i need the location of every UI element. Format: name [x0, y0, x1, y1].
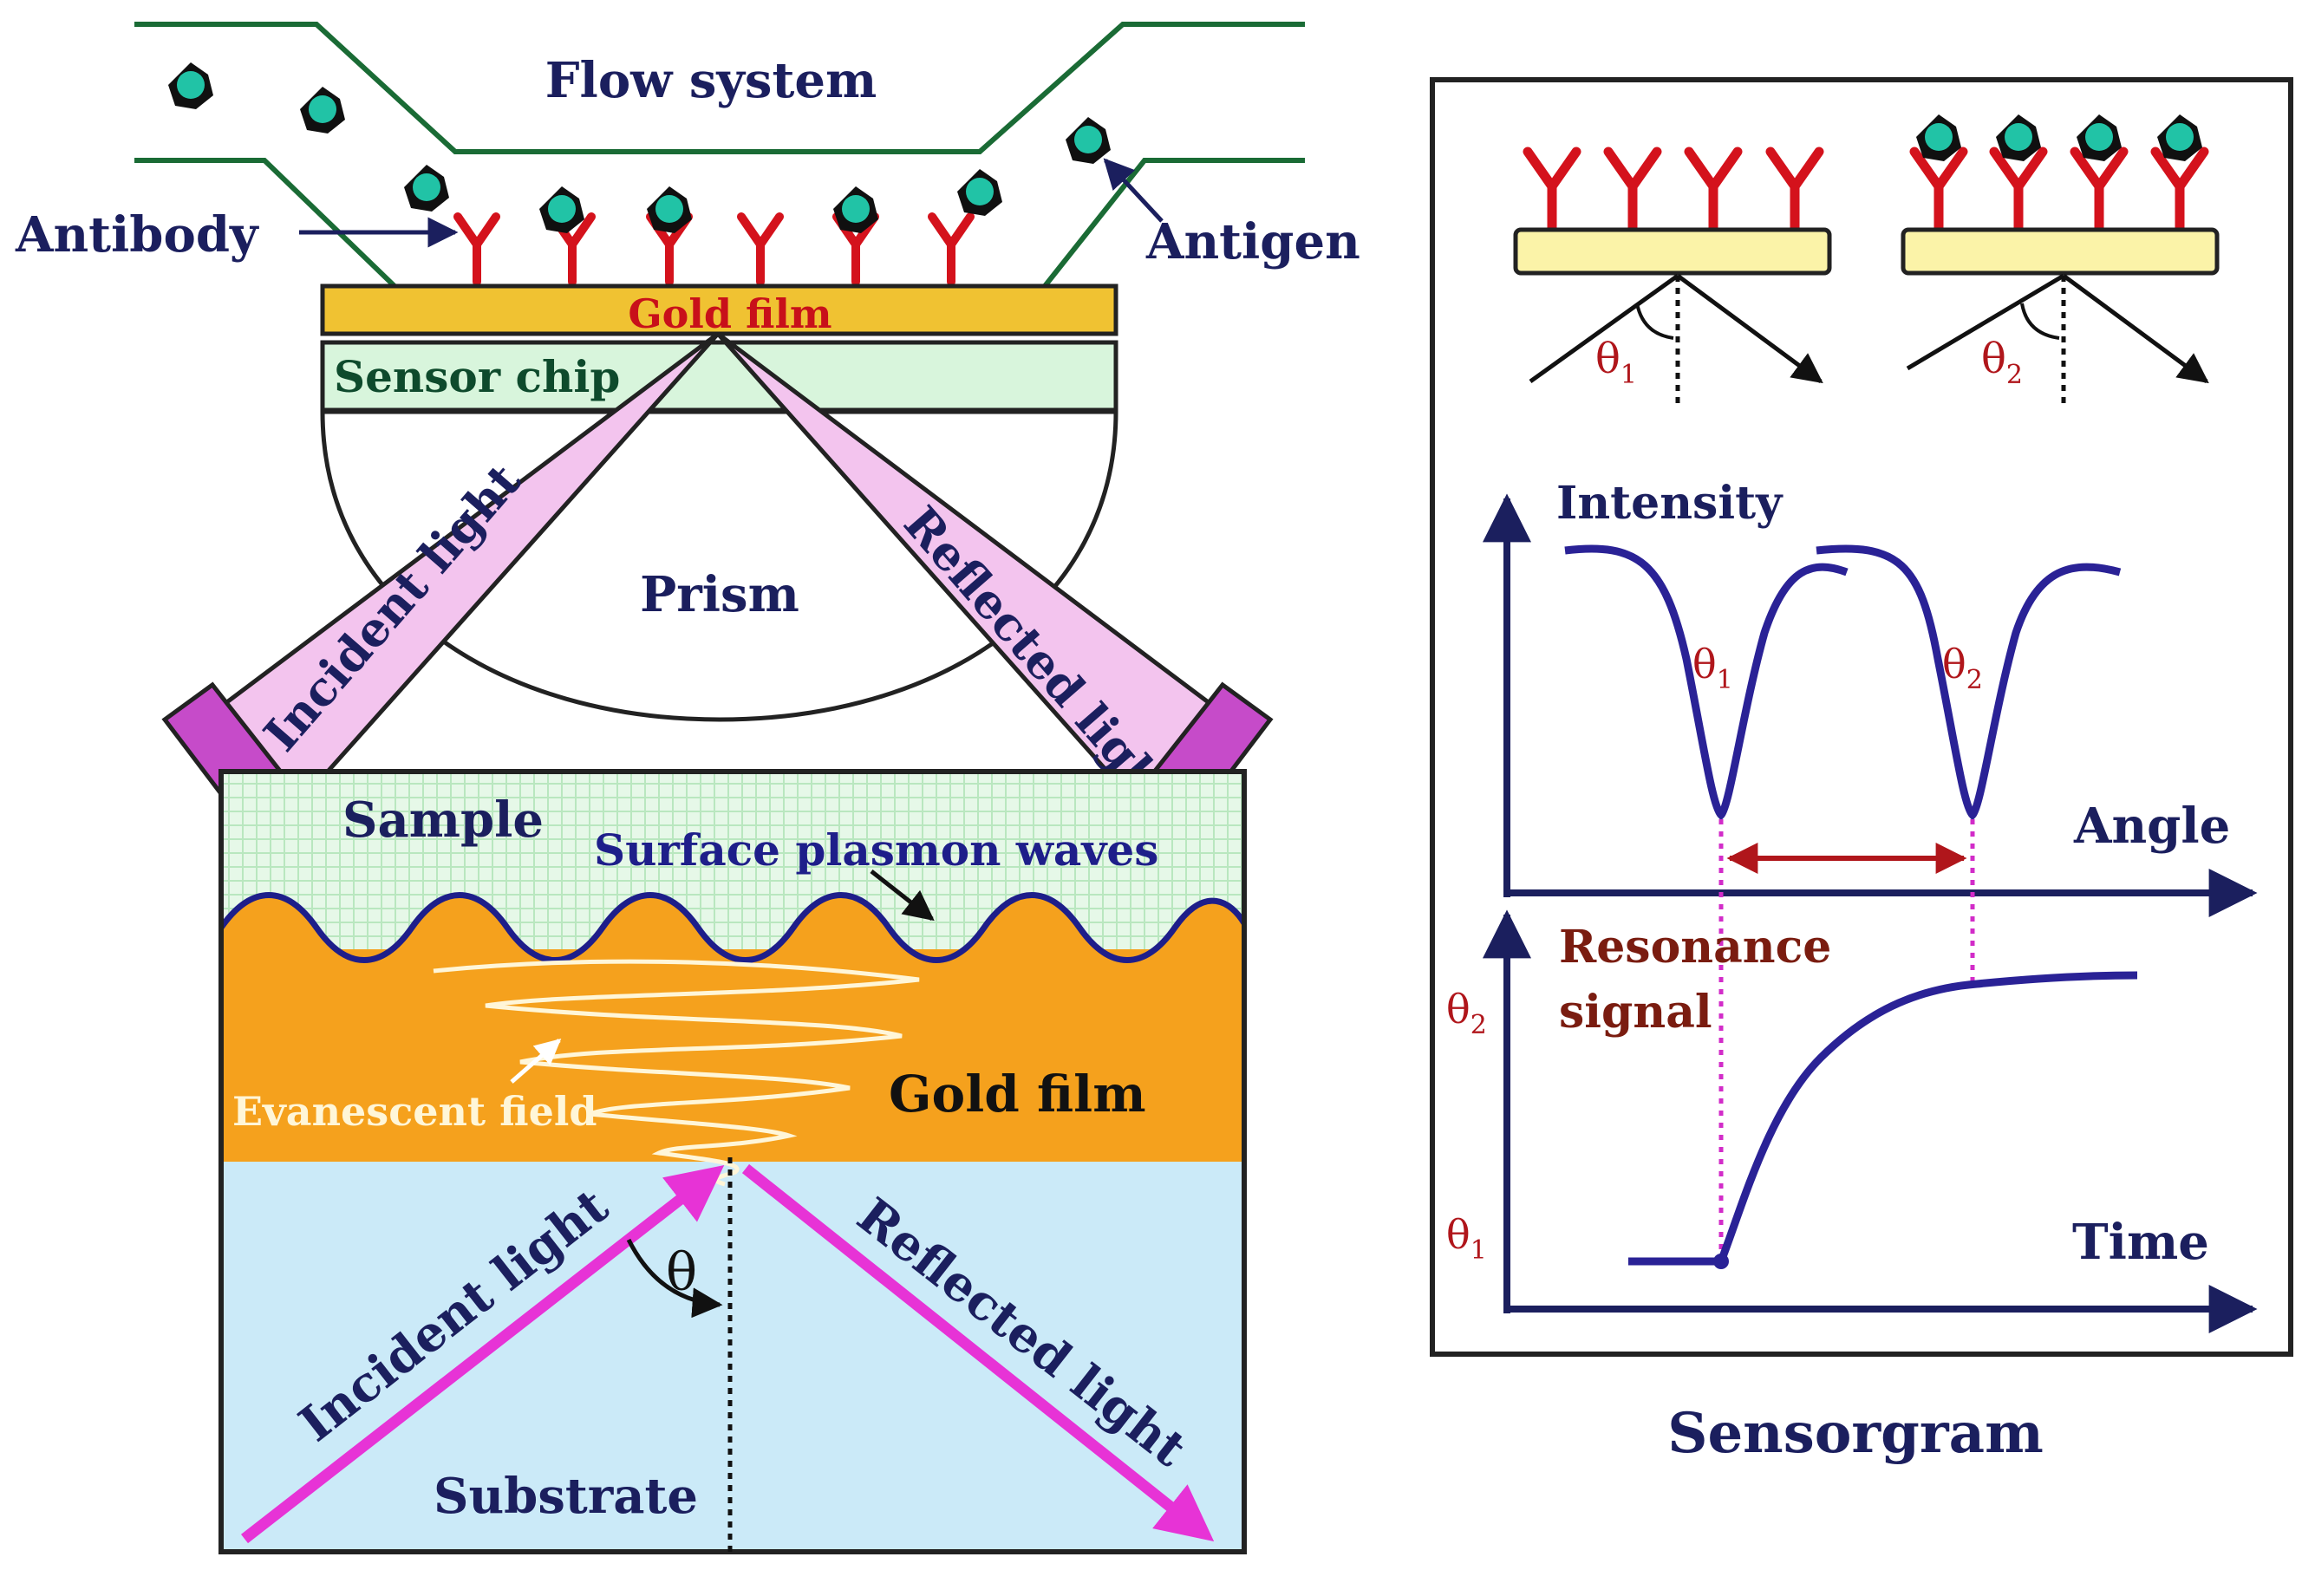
bottom-box-frame — [218, 769, 1247, 1554]
substrate-label: Substrate — [434, 1468, 698, 1525]
dip1-theta: θ1 — [1692, 641, 1733, 695]
axis-theta1: θ1 — [1446, 1211, 1487, 1266]
incident-ray — [241, 1165, 725, 1544]
sensor-chip — [320, 340, 1118, 413]
antibody-label: Antibody — [15, 206, 259, 264]
sensor-state-bound — [1901, 114, 2220, 407]
flow-channel — [134, 22, 1305, 289]
substrate-layer — [221, 1162, 1244, 1552]
antigen-pointer — [1103, 158, 1164, 223]
axis-theta2: θ2 — [1446, 986, 1487, 1040]
sensorgram-caption: Sensorgram — [1667, 1401, 2044, 1466]
sensorgram-panel — [1430, 77, 2293, 1357]
dip2-theta: θ2 — [1942, 641, 1983, 695]
flow-system-label: Flow system — [545, 52, 877, 109]
gold-wavy-top — [221, 895, 1244, 962]
antigen-bound-row — [404, 165, 1002, 233]
antigen-label: Antigen — [1145, 213, 1360, 270]
resonance-label-line1: Resonance — [1559, 921, 1831, 974]
theta-arc — [626, 1238, 723, 1319]
sample-label: Sample — [342, 791, 544, 849]
evanescent-pointer — [510, 1039, 562, 1084]
resonance-curve — [1628, 971, 2138, 1266]
surface-plasmon-wave — [218, 892, 1248, 963]
intensity-label: Intensity — [1556, 477, 1784, 530]
resonance-label-line2: signal — [1559, 986, 1712, 1039]
theta-label: θ — [666, 1242, 697, 1303]
prism-label: Prism — [640, 566, 799, 623]
reflected-ray — [741, 1163, 1215, 1542]
dip-curve-1 — [1564, 544, 1849, 821]
state2-theta: θ2 — [1981, 335, 2023, 390]
bottom-box — [218, 769, 1248, 1554]
resonance-start-dot — [1713, 1254, 1729, 1269]
gold-film-top-label: Gold film — [628, 290, 831, 337]
state1-theta: θ1 — [1595, 335, 1637, 390]
gold-film-bottom-label: Gold film — [889, 1065, 1146, 1124]
antigen-free-3 — [1066, 117, 1111, 164]
angle-label: Angle — [2073, 798, 2230, 855]
evanescent-field — [433, 959, 920, 1187]
dip-curve-2 — [1816, 544, 2122, 821]
evanescent-field-label: Evanescent field — [232, 1088, 597, 1135]
surface-plasmon-label: Surface plasmon waves — [594, 824, 1158, 876]
antigen-free-2 — [300, 87, 345, 134]
sensor-state-unbound — [1513, 147, 1832, 407]
surface-plasmon-pointer — [870, 870, 935, 922]
sensor-chip-label: Sensor chip — [334, 351, 620, 402]
antibody-row — [453, 212, 975, 286]
time-label: Time — [2072, 1214, 2209, 1271]
antigen-free-1 — [168, 62, 213, 109]
